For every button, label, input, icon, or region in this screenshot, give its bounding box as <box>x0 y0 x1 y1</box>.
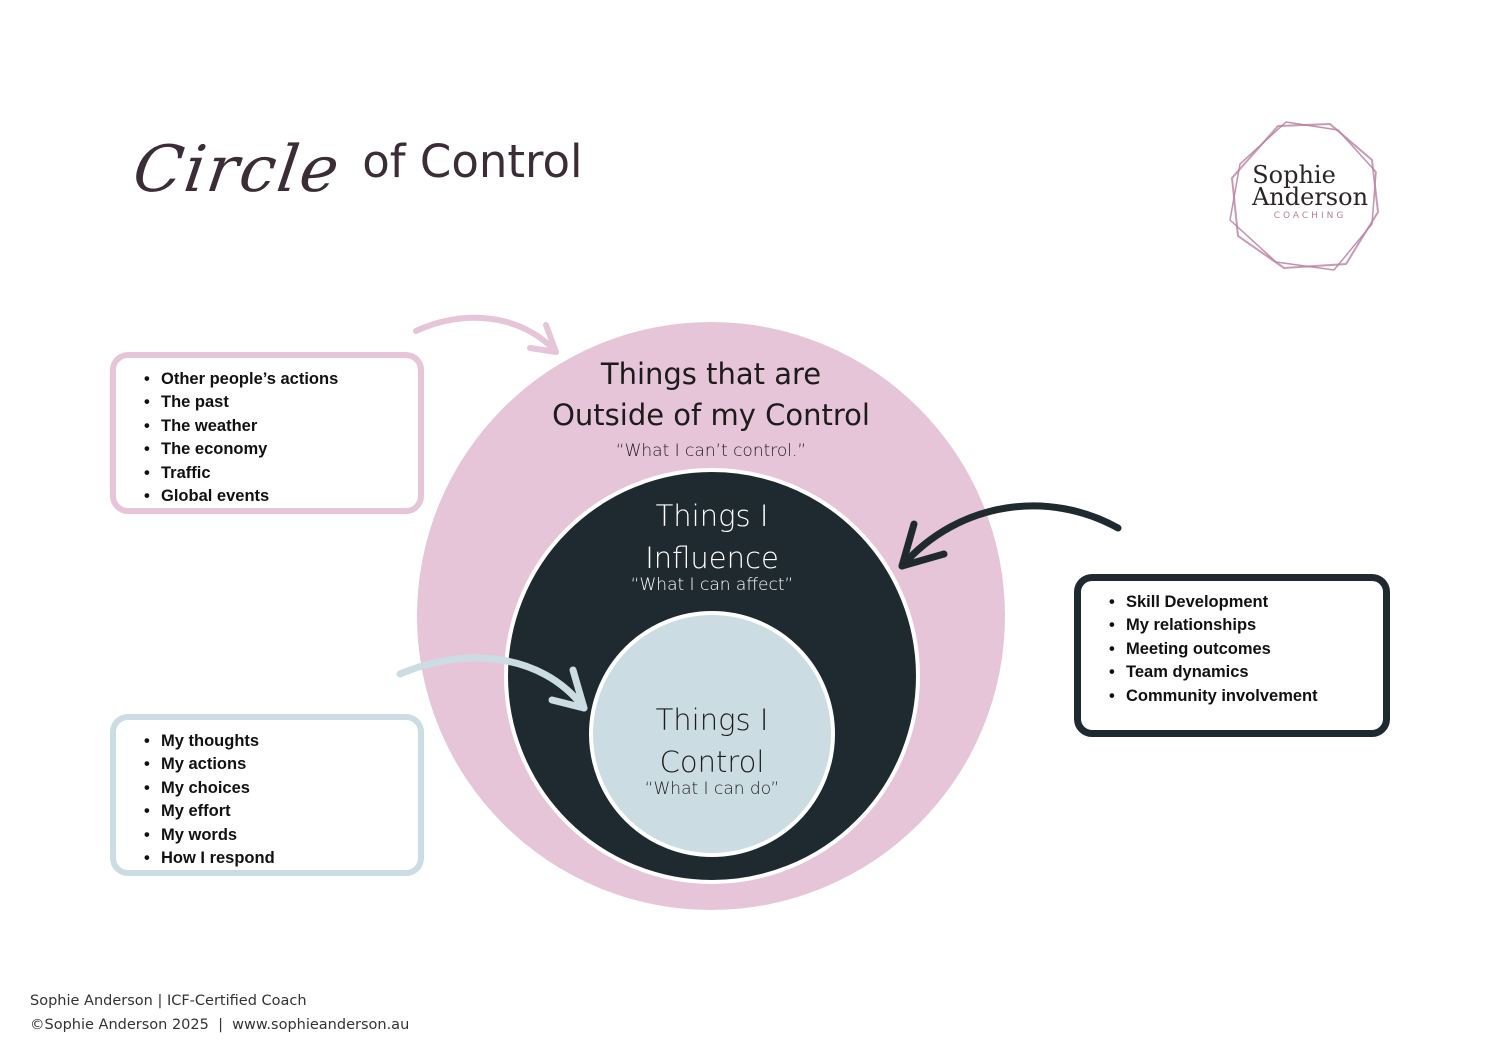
inner-circle-label: Things I Control “What I can do” <box>512 699 912 799</box>
control-box: My thoughts My actions My choices My eff… <box>110 714 424 876</box>
list-item: Traffic <box>144 462 418 486</box>
title-main-text: of Control <box>362 135 583 188</box>
list-item: The economy <box>144 438 418 462</box>
outer-circle-label: Things that are Outside of my Control “W… <box>511 354 911 461</box>
list-item: My relationships <box>1109 614 1383 638</box>
list-item: The past <box>144 391 418 415</box>
page-title: Circle of Control <box>129 112 583 207</box>
list-item: My actions <box>144 753 418 777</box>
brand-logo: Sophie Anderson COACHING <box>1226 120 1382 276</box>
list-item: Global events <box>144 485 418 509</box>
footer-copyright: ©Sophie Anderson 2025 | www.sophieanders… <box>30 1017 410 1033</box>
outer-quote: “What I can’t control.” <box>615 441 807 461</box>
footer: Sophie Anderson | ICF-Certified Coach ©S… <box>30 989 409 1037</box>
list-item: How I respond <box>144 847 418 871</box>
middle-quote: “What I can affect” <box>630 575 794 595</box>
list-item: My choices <box>144 777 418 801</box>
middle-heading-line2: Influence <box>645 541 779 575</box>
logo-line-coaching: COACHING <box>1273 211 1347 221</box>
arrow-influence-icon <box>898 502 1122 570</box>
arrow-control-icon <box>396 654 588 712</box>
logo-line-sophie: Sophie <box>1252 161 1336 189</box>
outside-control-box: Other people’s actions The past The weat… <box>110 352 424 514</box>
influence-box: Skill Development My relationships Meeti… <box>1074 574 1390 737</box>
list-item: Meeting outcomes <box>1109 638 1383 662</box>
list-item: Community involvement <box>1109 685 1383 709</box>
middle-heading-line1: Things I <box>655 499 769 533</box>
list-item: My thoughts <box>144 730 418 754</box>
influence-list: Skill Development My relationships Meeti… <box>1081 581 1383 708</box>
outside-control-list: Other people’s actions The past The weat… <box>116 358 418 509</box>
list-item: Team dynamics <box>1109 661 1383 685</box>
inner-heading-line1: Things I <box>655 703 769 737</box>
footer-credit: Sophie Anderson | ICF-Certified Coach <box>30 993 307 1009</box>
inner-quote: “What I can do” <box>644 779 780 799</box>
outer-heading-line1: Things that are <box>600 357 822 391</box>
inner-circle <box>589 611 835 857</box>
list-item: My effort <box>144 800 418 824</box>
list-item: My words <box>144 824 418 848</box>
logo-line-anderson: Anderson <box>1251 183 1369 211</box>
list-item: Other people’s actions <box>144 368 418 392</box>
control-list: My thoughts My actions My choices My eff… <box>116 720 418 871</box>
list-item: Skill Development <box>1109 591 1383 615</box>
middle-circle-label: Things I Influence “What I can affect” <box>512 495 912 595</box>
list-item: The weather <box>144 415 418 439</box>
octagon-frame-icon <box>1229 121 1380 271</box>
inner-heading-line2: Control <box>659 745 765 779</box>
arrow-outer-icon <box>413 314 559 355</box>
outer-heading-line2: Outside of my Control <box>552 398 870 432</box>
